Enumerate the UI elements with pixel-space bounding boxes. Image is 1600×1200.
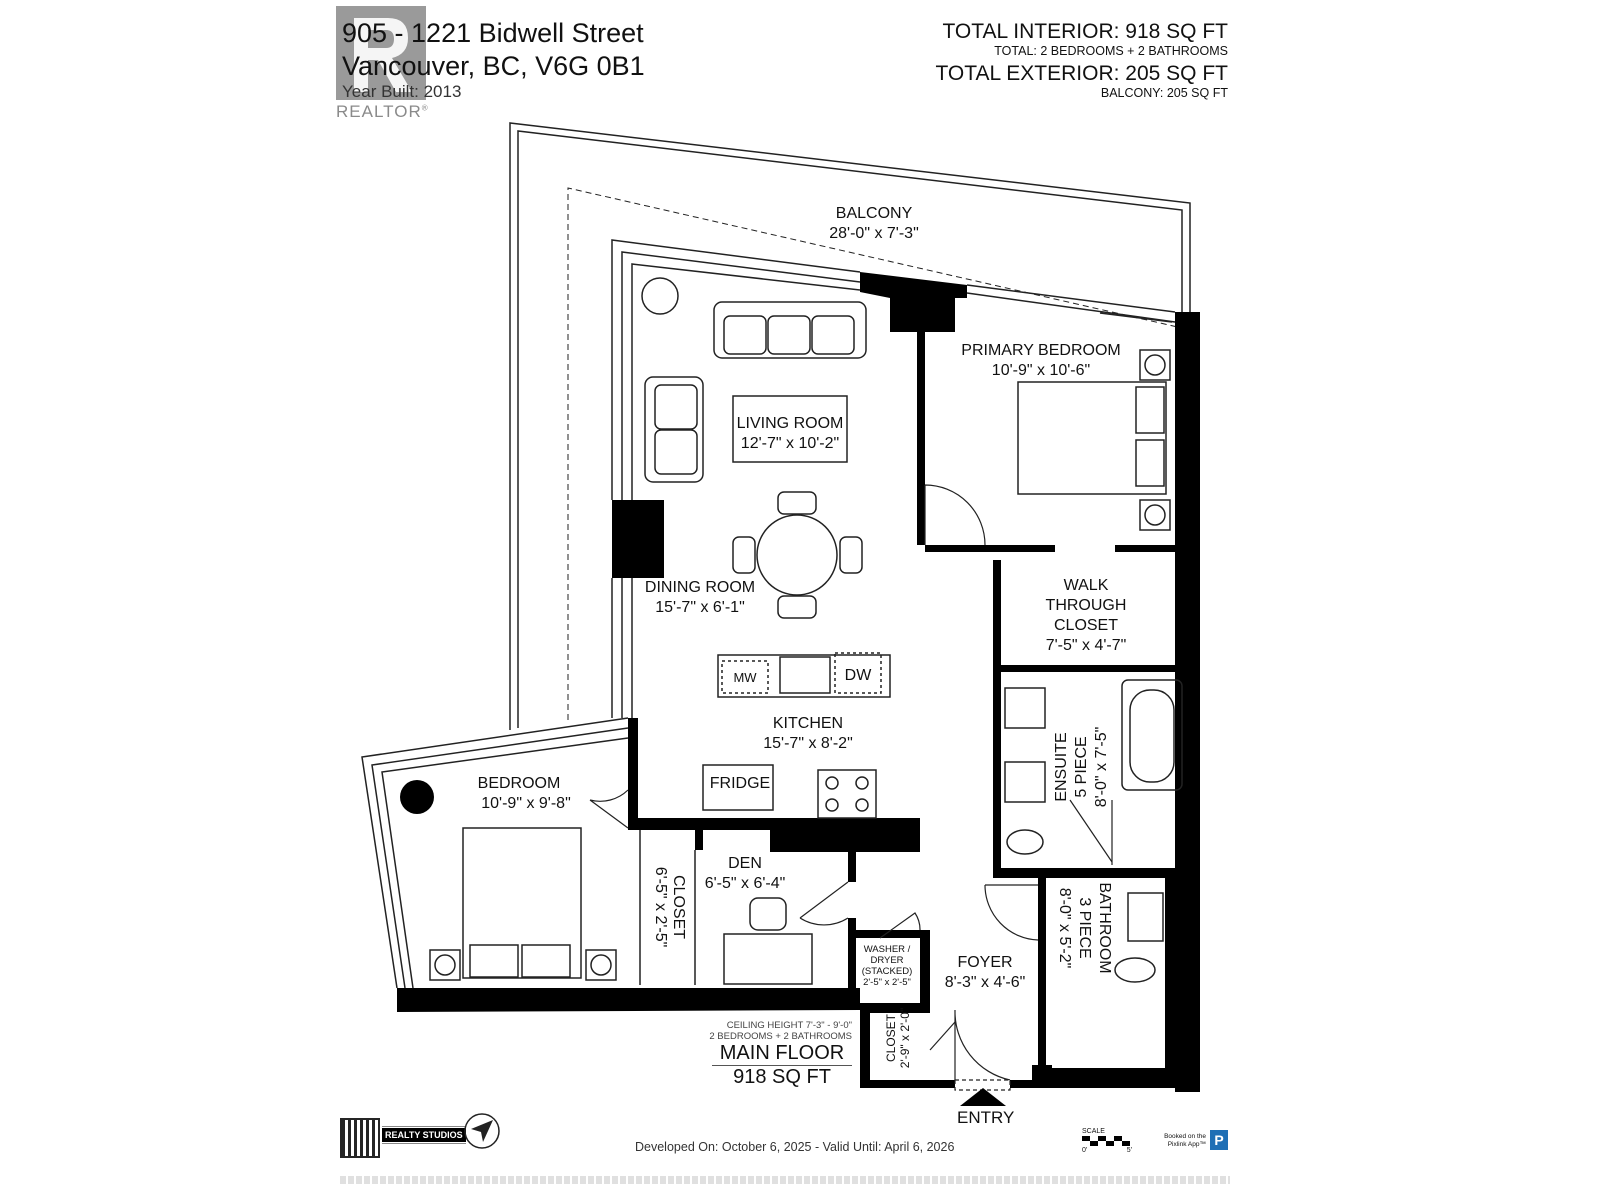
closet-bedroom-name: CLOSET: [670, 875, 687, 939]
scale-start: 0': [1082, 1147, 1088, 1154]
balcony-outline: [509, 122, 1191, 730]
ensuite-type: 5 PIECE: [1073, 736, 1090, 797]
pixlink-logo: P: [1210, 1130, 1228, 1150]
entry-arrow-icon: [960, 1088, 1006, 1106]
balcony-area: BALCONY: 205 SQ FT: [1100, 86, 1228, 100]
scale-end: 5': [1126, 1147, 1132, 1154]
bed-secondary: [462, 827, 582, 979]
microwave-label: MW: [733, 670, 757, 685]
living-walls: [611, 239, 1176, 718]
foyer-name: FOYER: [957, 954, 1012, 971]
door-swings: [589, 484, 1113, 1091]
scale-checker: [1082, 1136, 1142, 1146]
bathroom-type: 3 PIECE: [1076, 897, 1093, 958]
booked-on-text: Booked on the Pixlink App™: [1164, 1133, 1206, 1148]
dishwasher-label: DW: [845, 667, 873, 684]
bedroom-outline: [361, 717, 696, 989]
total-exterior: TOTAL EXTERIOR: 205 SQ FT: [935, 62, 1228, 86]
furniture: [429, 277, 1183, 985]
walk-closet-size: 7'-5" x 4'-7": [1046, 637, 1127, 654]
realty-studios-text: REALTY STUDIOS: [382, 1128, 466, 1142]
primary-bedroom-size: 10'-9" x 10'-6": [992, 362, 1090, 379]
primary-bedroom-name: PRIMARY BEDROOM: [961, 342, 1120, 359]
disclaimer-fine-print: [340, 1176, 1230, 1184]
balcony-name: BALCONY: [836, 205, 913, 222]
den-size: 6'-5" x 6'-4": [705, 875, 786, 892]
total-rooms: TOTAL: 2 BEDROOMS + 2 BATHROOMS: [994, 44, 1228, 58]
dining-room-size: 15'-7" x 6'-1": [655, 599, 745, 616]
desk: [723, 933, 813, 985]
bedroom-size: 10'-9" x 9'-8": [481, 795, 571, 812]
washer-dryer-size: 2'-5" x 2'-5": [863, 977, 911, 988]
north-compass-icon: [464, 1113, 500, 1149]
foyer-size: 8'-3" x 4'-6": [945, 974, 1026, 991]
total-interior: TOTAL INTERIOR: 918 SQ FT: [942, 20, 1228, 44]
scale-bar: SCALE 0' 5': [1082, 1128, 1142, 1155]
washer-dryer-line1: WASHER /: [864, 944, 911, 955]
ceiling-height: CEILING HEIGHT 7'-3" - 9'-0": [726, 1020, 852, 1031]
walls: [397, 272, 1200, 1092]
closet-entry-size: 2'-9" x 2'-0": [898, 1008, 912, 1068]
kitchen-island: [717, 654, 891, 698]
bed-primary: [1017, 381, 1167, 495]
year-built: Year Built: 2013: [342, 82, 462, 101]
total-exterior-label: TOTAL EXTERIOR:: [935, 62, 1120, 85]
dining-table: [756, 514, 838, 596]
bedroom-name: BEDROOM: [478, 775, 561, 792]
scale-numbers: 0' 5': [1082, 1147, 1132, 1155]
realty-studios-logo: REALTY STUDIOS: [382, 1126, 466, 1144]
total-interior-value: 918 SQ FT: [1125, 20, 1228, 43]
living-room-name: LIVING ROOM: [737, 415, 844, 432]
address-line-2: Vancouver, BC, V6G 0B1: [342, 51, 645, 81]
bathroom-size: 8'-0" x 5'-2": [1056, 888, 1073, 969]
fridge-box: [702, 764, 774, 811]
floor-name: MAIN FLOOR: [712, 1042, 852, 1066]
closet-bedroom-size: 6'-5" x 2'-5": [652, 867, 669, 948]
washer-dryer-line3: (STACKED): [862, 966, 913, 977]
living-room-size: 12'-7" x 10'-2": [741, 435, 839, 452]
kitchen-name: KITCHEN: [773, 715, 843, 732]
sofa: [713, 301, 867, 359]
dining-room-name: DINING ROOM: [645, 579, 755, 596]
den-name: DEN: [728, 855, 762, 872]
walk-closet-line1: WALK: [1064, 577, 1109, 594]
cooktop: [817, 769, 877, 819]
entry-label: ENTRY: [957, 1108, 1015, 1127]
bathroom-name: BATHROOM: [1096, 882, 1113, 973]
developed-date: Developed On: October 6, 2025 - Valid Un…: [635, 1140, 955, 1154]
plant: [641, 277, 679, 315]
floor-summary: CEILING HEIGHT 7'-3" - 9'-0" 2 BEDROOMS …: [700, 1020, 852, 1089]
floor-area: 918 SQ FT: [733, 1066, 831, 1088]
kitchen-size: 15'-7" x 8'-2": [763, 735, 853, 752]
scale-label: SCALE: [1082, 1128, 1105, 1135]
walk-closet-line2: THROUGH: [1046, 597, 1127, 614]
ensuite-size: 8'-0" x 7'-5": [1093, 727, 1110, 808]
realtor-wordmark: REALTOR®: [336, 102, 429, 121]
walk-closet-line3: CLOSET: [1054, 617, 1118, 634]
total-interior-label: TOTAL INTERIOR:: [942, 20, 1120, 43]
closet-entry-name: CLOSET: [884, 1013, 898, 1062]
total-exterior-value: 205 SQ FT: [1125, 62, 1228, 85]
ensuite-name: ENSUITE: [1053, 732, 1070, 801]
armchair: [644, 376, 704, 483]
realtor-watermark-r-icon: [354, 18, 412, 92]
qr-code: [340, 1118, 380, 1158]
plant-bedroom: [400, 780, 434, 814]
fridge-label: FRIDGE: [710, 775, 770, 792]
washer-dryer-line2: DRYER: [870, 955, 903, 966]
address-line-1: 905 - 1221 Bidwell Street: [342, 18, 644, 48]
bathtub: [1121, 679, 1183, 791]
balcony-size: 28'-0" x 7'-3": [829, 225, 919, 242]
summary-rooms: 2 BEDROOMS + 2 BATHROOMS: [709, 1031, 852, 1042]
rug: [732, 395, 848, 463]
